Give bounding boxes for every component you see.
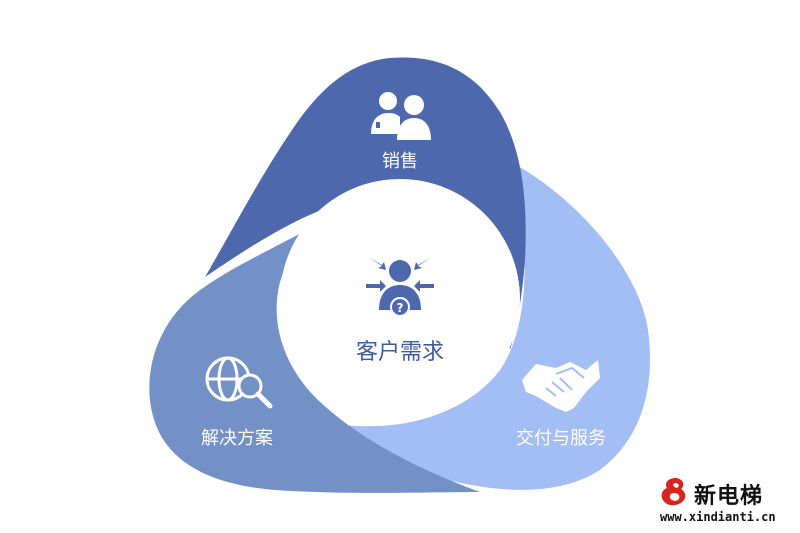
- segment-label-service: 交付与服务: [516, 428, 606, 449]
- segment-sales: [205, 57, 526, 351]
- segment-service: [345, 166, 650, 490]
- globe-search-icon: [205, 356, 273, 409]
- people-icon: [371, 92, 431, 140]
- segment-solution: [149, 217, 481, 493]
- watermark: 新电梯 www.xindianti.cn: [658, 476, 798, 532]
- handshake-icon: [522, 360, 600, 412]
- xindianti-logo-icon: [661, 478, 686, 506]
- watermark-url: www.xindianti.cn: [660, 510, 776, 524]
- customer-question-icon: ?: [366, 258, 434, 317]
- center-label: 客户需求: [356, 340, 444, 365]
- segment-label-solution: 解决方案: [201, 428, 273, 449]
- watermark-title: 新电梯: [694, 484, 764, 509]
- segment-label-sales: 销售: [382, 151, 418, 172]
- svg-text:?: ?: [397, 301, 404, 315]
